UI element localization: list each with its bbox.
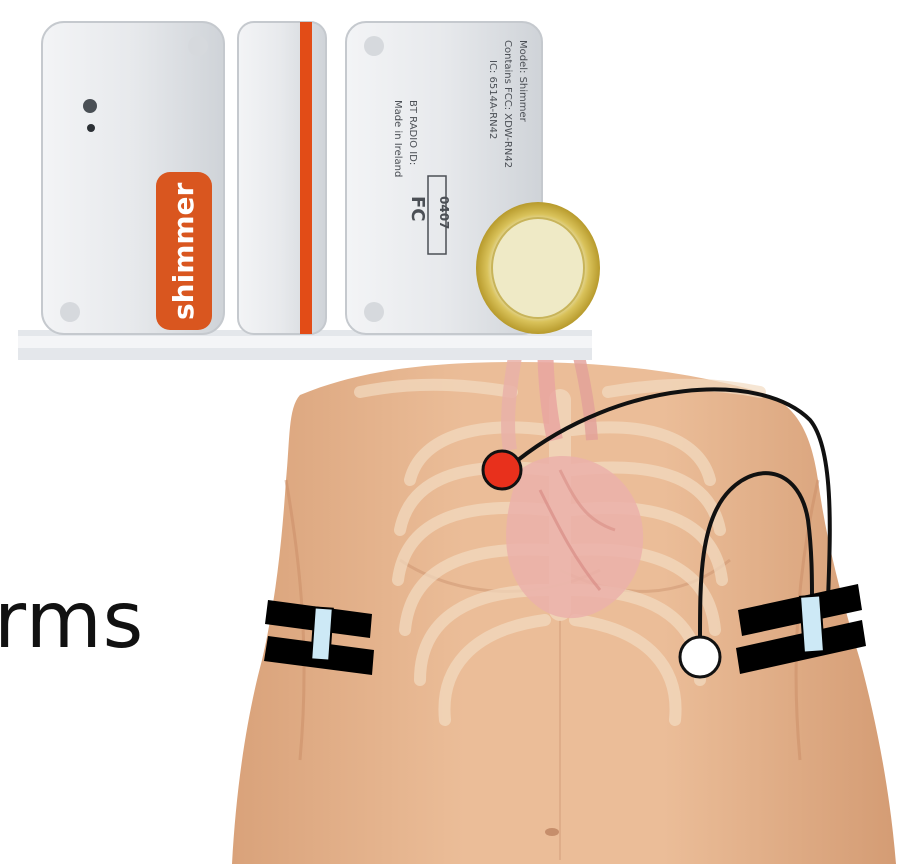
shimmer-brand-label: shimmer: [167, 182, 200, 320]
svg-text:IC: 6514A-RN42: IC: 6514A-RN42: [487, 60, 498, 139]
sensor-unit-front: shimmer: [42, 22, 224, 334]
svg-text:0407: 0407: [437, 196, 451, 229]
chest-electrode: [483, 451, 521, 489]
coin-scale-reference: [476, 202, 600, 334]
svg-text:BT RADIO ID:: BT RADIO ID:: [407, 100, 418, 165]
svg-text:FC: FC: [407, 196, 428, 222]
svg-text:Made in Ireland: Made in Ireland: [392, 100, 403, 177]
reference-electrode: [680, 637, 720, 677]
svg-text:Model: Shimmer: Model: Shimmer: [517, 40, 528, 123]
svg-text:Contains FCC: XDW-RN42: Contains FCC: XDW-RN42: [502, 40, 513, 168]
shimmer-device-photo: shimmer Model: Shimmer Contains FCC: XDW…: [18, 0, 600, 360]
sensor-unit-side: [238, 22, 326, 334]
